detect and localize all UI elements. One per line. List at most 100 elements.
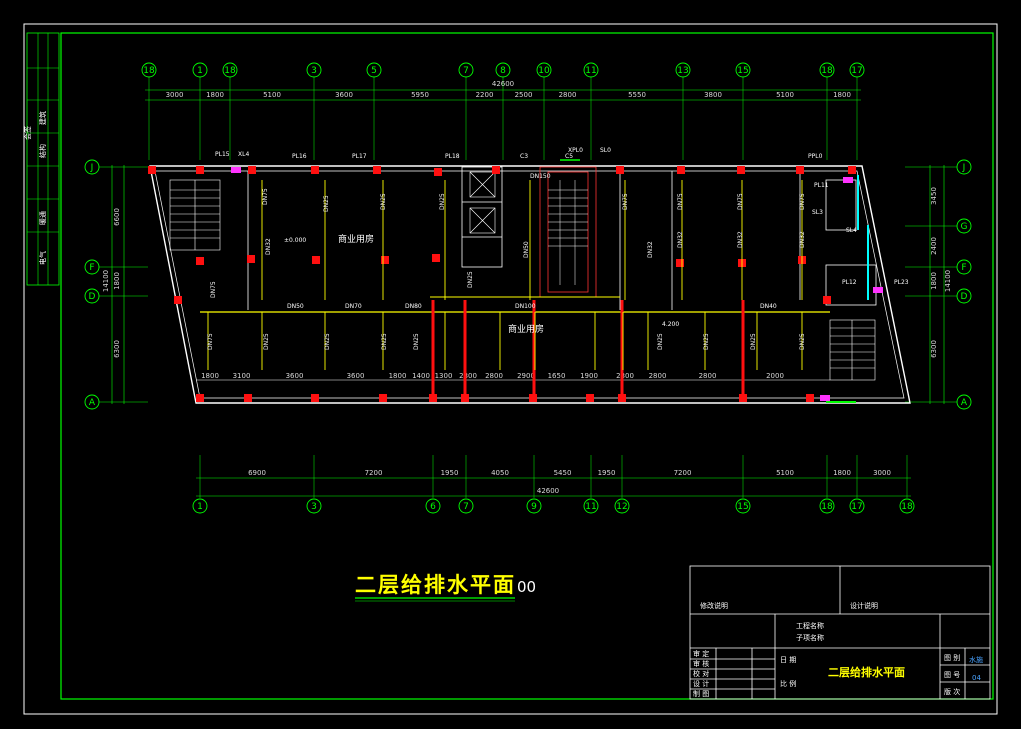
pipe-column (244, 394, 252, 402)
left-dim-label: 14100 (102, 270, 110, 292)
pipe-tag: PL23 (894, 279, 909, 286)
pipe-tag: PL11 (814, 182, 829, 189)
pipe-size-label: DN25 (323, 195, 330, 212)
top-dim-label: 1800 (206, 91, 224, 99)
pipe-size-label: DN70 (345, 303, 362, 310)
axis-label-right: G (961, 222, 968, 232)
tb-modify: 修改说明 (700, 601, 728, 610)
pipe-column (148, 166, 156, 174)
strip-label-2: 结构 (38, 144, 47, 158)
inner-dim-label: 2800 (616, 372, 634, 380)
bottom-dim-label: 1950 (598, 469, 616, 477)
bottom-dim-label: 7200 (365, 469, 383, 477)
inner-dim-label: 3600 (286, 372, 304, 380)
pipe-column (823, 296, 831, 304)
title-block (689, 565, 991, 700)
pipe-column (312, 256, 320, 264)
bottom-dim-label: 3000 (873, 469, 891, 477)
axis-label-bottom: 17 (851, 502, 862, 512)
bottom-dim-label: 7200 (674, 469, 692, 477)
left-dim-label: 1800 (113, 272, 121, 290)
pipe-size-label: DN50 (287, 303, 304, 310)
axis-label-top: 18 (143, 66, 155, 76)
axis-label-top: 18 (224, 66, 236, 76)
axis-label-left: D (89, 292, 96, 302)
elevator-shafts (469, 171, 496, 234)
pipe-tag: SL0 (600, 147, 611, 154)
top-dim-label: 3600 (335, 91, 353, 99)
pipe-size-label: DN25 (439, 193, 446, 210)
right-dim-label: 2400 (930, 237, 938, 255)
axis-label-top: 5 (371, 66, 377, 76)
pipe-tag: PL17 (352, 153, 367, 160)
inner-dim-label: 3600 (347, 372, 365, 380)
left-dim-label: 6300 (113, 340, 121, 358)
stair-right (829, 319, 876, 381)
axis-label-right: J (962, 163, 966, 173)
axis-label-right: A (961, 398, 968, 408)
pipe-tag: PPL0 (808, 153, 823, 160)
pipe-size-label: DN25 (381, 333, 388, 350)
stair-center (548, 180, 588, 285)
axis-label-bottom: 12 (616, 502, 627, 512)
bottom-total-dim: 42600 (537, 487, 559, 495)
axis-bubble-bottom (192, 498, 208, 514)
pipe-column (848, 166, 856, 174)
top-total-dim: 42600 (492, 80, 514, 88)
pipe-size-label: DN80 (405, 303, 422, 310)
top-dim-label: 2800 (559, 91, 577, 99)
bottom-dim-label: 5100 (776, 469, 794, 477)
axis-label-top: 3 (311, 66, 317, 76)
pipe-size-label: DN25 (657, 333, 664, 350)
axis-label-bottom: 3 (311, 502, 317, 512)
pipe-size-label: DN150 (530, 173, 551, 180)
pipe-tag: XL4 (238, 151, 249, 158)
inner-dim-label: 2800 (459, 372, 477, 380)
inner-dim-label: 2900 (517, 372, 535, 380)
axis-label-bottom: 6 (430, 502, 436, 512)
tb-label-2: 校 对 (693, 669, 709, 678)
inner-frame (60, 32, 994, 700)
bottom-dim-label: 5450 (554, 469, 572, 477)
axis-label-top: 13 (677, 66, 688, 76)
axis-label-bottom: 1 (197, 502, 203, 512)
tb-label-0: 审 定 (693, 649, 709, 658)
axis-label-bottom: 15 (737, 502, 748, 512)
tb-right-2: 版 次 (944, 687, 960, 696)
tb-drawing-name: 二层给排水平面 (828, 665, 905, 679)
axis-label-right: F (961, 263, 966, 273)
tb-sheet-label: 水施 (969, 655, 983, 664)
pipe-column (373, 166, 381, 174)
pipe-tag: PL12 (842, 279, 857, 286)
axis-label-bottom: 18 (821, 502, 833, 512)
pipe-column (676, 259, 684, 267)
drawing-title: 二层给排水平面 (355, 573, 516, 597)
axis-bubble-bottom (425, 498, 441, 514)
axis-label-top: 18 (821, 66, 833, 76)
pipe-tag: C5 (565, 153, 573, 160)
pipe-column (311, 166, 319, 174)
top-dim-label: 5100 (776, 91, 794, 99)
pipe-size-label: DN25 (799, 333, 806, 350)
tb-right-0: 图 别 (944, 653, 960, 662)
pipe-column (796, 166, 804, 174)
right-dim-label: 6300 (930, 340, 938, 358)
fixture-marker (231, 167, 241, 173)
elevation-left: ±0.000 (284, 237, 306, 244)
inner-dim-label: 1900 (580, 372, 598, 380)
axis-label-top: 10 (538, 66, 550, 76)
pipe-column (586, 394, 594, 402)
top-dim-label: 5100 (263, 91, 281, 99)
fixture-marker (873, 287, 883, 293)
axis-label-bottom: 9 (531, 502, 537, 512)
pipe-size-label: DN75 (210, 281, 217, 298)
room-label-west: 商业用房 (338, 233, 374, 245)
tb-mid-0: 日 期 (780, 656, 796, 664)
pipe-tag: SL4 (846, 227, 857, 234)
pipe-tag: SL3 (812, 209, 823, 216)
right-dim-label: 1800 (930, 272, 938, 290)
pipe-size-label: DN75 (737, 193, 744, 210)
